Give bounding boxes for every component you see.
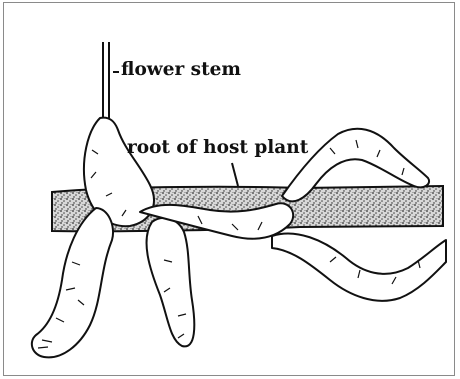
root-leader-line <box>232 163 238 186</box>
flower-stem <box>103 42 119 120</box>
host-root-label: root of host plant <box>127 139 308 158</box>
flower-stem-label: flower stem <box>121 61 241 80</box>
